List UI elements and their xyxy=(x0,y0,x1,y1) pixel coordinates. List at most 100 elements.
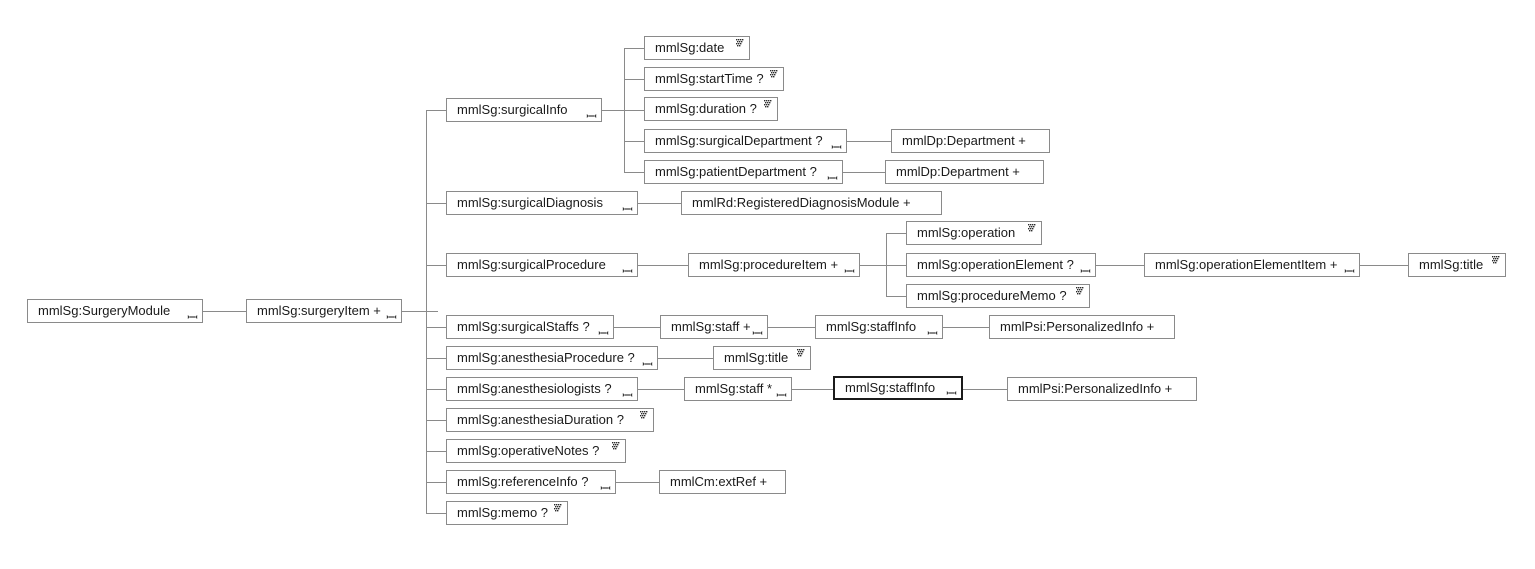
schema-node-anesthesiaProcedure[interactable]: mmlSg:anesthesiaProcedure ? xyxy=(446,346,658,370)
schema-node-label: mmlSg:anesthesiaProcedure ? xyxy=(457,350,635,365)
simple-type-dotted-icon xyxy=(1076,287,1085,296)
schema-node-surgicalInfo[interactable]: mmlSg:surgicalInfo xyxy=(446,98,602,122)
schema-node-department2[interactable]: mmlDp:Department + xyxy=(885,160,1044,184)
schema-node-extRef[interactable]: mmlCm:extRef + xyxy=(659,470,786,494)
connector-h-item-to-subtrunk xyxy=(860,265,886,266)
schema-node-label: mmlSg:title xyxy=(1419,257,1484,272)
schema-node-surgicalProcedure[interactable]: mmlSg:surgicalProcedure xyxy=(446,253,638,277)
schema-node-title2[interactable]: mmlSg:title xyxy=(713,346,811,370)
expand-collapse-diamond-icon[interactable] xyxy=(1080,267,1091,275)
connector-h-patdept-to-dept2 xyxy=(843,172,885,173)
schema-node-surgicalDepartment[interactable]: mmlSg:surgicalDepartment ? xyxy=(644,129,847,153)
schema-node-label: mmlSg:staff + xyxy=(671,319,751,334)
expand-collapse-diamond-icon[interactable] xyxy=(1344,267,1355,275)
schema-node-surgicalDiagnosis[interactable]: mmlSg:surgicalDiagnosis xyxy=(446,191,638,215)
schema-node-label: mmlSg:operation xyxy=(917,225,1016,240)
connector-h-trunk-to-opnotes xyxy=(426,451,446,452)
expand-collapse-diamond-icon[interactable] xyxy=(586,112,597,120)
schema-node-duration[interactable]: mmlSg:duration ? xyxy=(644,97,778,121)
schema-node-label: mmlPsi:PersonalizedInfo + xyxy=(1000,319,1155,334)
schema-node-operationElement[interactable]: mmlSg:operationElement ? xyxy=(906,253,1096,277)
schema-node-staff2[interactable]: mmlSg:staff * xyxy=(684,377,792,401)
connector-v-surginfo-trunk xyxy=(624,48,625,172)
expand-collapse-diamond-icon[interactable] xyxy=(827,174,838,182)
schema-node-label: mmlSg:staffInfo xyxy=(826,319,917,334)
connector-h-refinfo-to-extref xyxy=(616,482,659,483)
expand-collapse-diamond-icon[interactable] xyxy=(752,329,763,337)
schema-node-label: mmlCm:extRef + xyxy=(670,474,768,489)
schema-node-operativeNotes[interactable]: mmlSg:operativeNotes ? xyxy=(446,439,626,463)
schema-node-referenceInfo[interactable]: mmlSg:referenceInfo ? xyxy=(446,470,616,494)
connector-h-sub-to-date xyxy=(624,48,644,49)
connector-v-main-trunk xyxy=(426,110,427,513)
schema-node-staff1[interactable]: mmlSg:staff + xyxy=(660,315,768,339)
expand-collapse-diamond-icon[interactable] xyxy=(831,143,842,151)
schema-node-anesthesiaDuration[interactable]: mmlSg:anesthesiaDuration ? xyxy=(446,408,654,432)
connector-h-sub-to-starttime xyxy=(624,79,644,80)
simple-type-dotted-icon xyxy=(1028,224,1037,233)
schema-node-surgeryModule[interactable]: mmlSg:SurgeryModule xyxy=(27,299,203,323)
expand-collapse-diamond-icon[interactable] xyxy=(927,329,938,337)
connector-h-anesth-to-staff2 xyxy=(638,389,684,390)
connector-h-sub-to-patdept xyxy=(624,172,644,173)
schema-node-date[interactable]: mmlSg:date xyxy=(644,36,750,60)
expand-collapse-diamond-icon[interactable] xyxy=(622,205,633,213)
expand-collapse-diamond-icon[interactable] xyxy=(946,389,957,397)
schema-node-personalizedInfo2[interactable]: mmlPsi:PersonalizedInfo + xyxy=(1007,377,1197,401)
connector-h-sub-to-duration xyxy=(624,110,644,111)
schema-node-label: mmlSg:staffInfo xyxy=(845,380,936,395)
schema-node-staffInfo2[interactable]: mmlSg:staffInfo xyxy=(833,376,963,400)
simple-type-dotted-icon xyxy=(1492,256,1501,265)
schema-node-procedureMemo[interactable]: mmlSg:procedureMemo ? xyxy=(906,284,1090,308)
expand-collapse-diamond-icon[interactable] xyxy=(187,313,198,321)
connector-h-proc-to-item xyxy=(638,265,688,266)
schema-node-registeredDiagnosis[interactable]: mmlRd:RegisteredDiagnosisModule + xyxy=(681,191,942,215)
connector-h-trunk-to-memo xyxy=(426,513,446,514)
schema-node-label: mmlSg:operationElementItem + xyxy=(1155,257,1338,272)
expand-collapse-diamond-icon[interactable] xyxy=(642,360,653,368)
connector-h-trunk-to-anesdur xyxy=(426,420,446,421)
expand-collapse-diamond-icon[interactable] xyxy=(844,267,855,275)
schema-node-label: mmlSg:anesthesiologists ? xyxy=(457,381,612,396)
connector-h-surginfo-to-subtrunk xyxy=(602,110,624,111)
schema-node-surgicalStaffs[interactable]: mmlSg:surgicalStaffs ? xyxy=(446,315,614,339)
connector-h-trunk-to-refinfo xyxy=(426,482,446,483)
schema-node-label: mmlSg:surgicalDiagnosis xyxy=(457,195,603,210)
connector-h-opelem-to-opelemitem xyxy=(1096,265,1144,266)
simple-type-dotted-icon xyxy=(770,70,779,79)
schema-node-label: mmlPsi:PersonalizedInfo + xyxy=(1018,381,1173,396)
schema-node-staffInfo1[interactable]: mmlSg:staffInfo xyxy=(815,315,943,339)
schema-node-label: mmlSg:referenceInfo ? xyxy=(457,474,589,489)
connector-h-trunk-to-staffs xyxy=(426,327,446,328)
schema-node-title1[interactable]: mmlSg:title xyxy=(1408,253,1506,277)
connector-h-trunk-to-procedure xyxy=(426,265,446,266)
expand-collapse-diamond-icon[interactable] xyxy=(600,484,611,492)
connector-h-trunk-to-surgicalinfo xyxy=(426,110,446,111)
schema-node-memo[interactable]: mmlSg:memo ? xyxy=(446,501,568,525)
schema-node-surgeryItem[interactable]: mmlSg:surgeryItem + xyxy=(246,299,402,323)
expand-collapse-diamond-icon[interactable] xyxy=(598,329,609,337)
schema-node-patientDepartment[interactable]: mmlSg:patientDepartment ? xyxy=(644,160,843,184)
schema-node-procedureItem[interactable]: mmlSg:procedureItem + xyxy=(688,253,860,277)
schema-node-operation[interactable]: mmlSg:operation xyxy=(906,221,1042,245)
connector-h-staff1-to-staffinfo1 xyxy=(768,327,815,328)
connector-h-trunk-to-diagnosis xyxy=(426,203,446,204)
schema-node-label: mmlSg:patientDepartment ? xyxy=(655,164,817,179)
schema-node-personalizedInfo1[interactable]: mmlPsi:PersonalizedInfo + xyxy=(989,315,1175,339)
schema-node-label: mmlSg:surgicalDepartment ? xyxy=(655,133,823,148)
expand-collapse-diamond-icon[interactable] xyxy=(622,267,633,275)
expand-collapse-diamond-icon[interactable] xyxy=(622,391,633,399)
schema-node-operationElementItem[interactable]: mmlSg:operationElementItem + xyxy=(1144,253,1360,277)
schema-node-label: mmlRd:RegisteredDiagnosisModule + xyxy=(692,195,911,210)
schema-node-anesthesiologists[interactable]: mmlSg:anesthesiologists ? xyxy=(446,377,638,401)
connector-h-staffinfo1-to-pi1 xyxy=(943,327,989,328)
expand-collapse-diamond-icon[interactable] xyxy=(386,313,397,321)
schema-node-label: mmlDp:Department + xyxy=(902,133,1026,148)
expand-collapse-diamond-icon[interactable] xyxy=(776,391,787,399)
simple-type-dotted-icon xyxy=(554,504,563,513)
simple-type-dotted-icon xyxy=(764,100,773,109)
schema-node-startTime[interactable]: mmlSg:startTime ? xyxy=(644,67,784,91)
connector-h-sub-to-surgdept xyxy=(624,141,644,142)
schema-node-department1[interactable]: mmlDp:Department + xyxy=(891,129,1050,153)
